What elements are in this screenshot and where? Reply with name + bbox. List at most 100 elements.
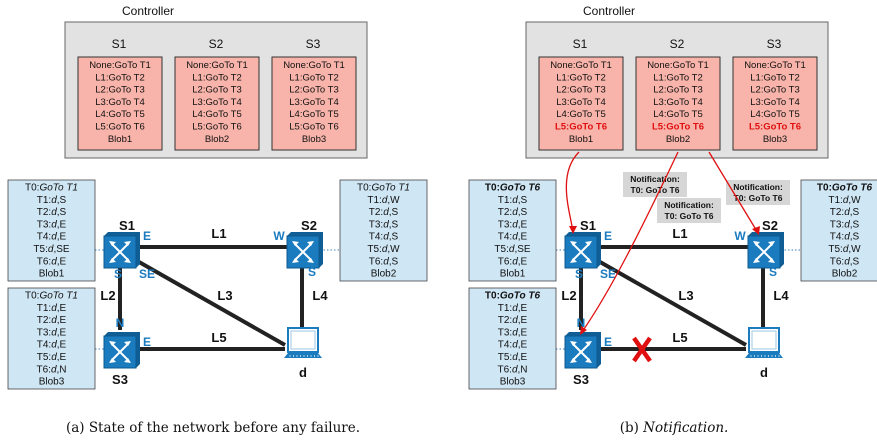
port-label: SE (139, 267, 155, 281)
notification-text: T0: GoTo T6 (734, 193, 783, 203)
switch-arrowhead (753, 258, 760, 263)
controller-entry: L4:GoTo T5 (653, 109, 702, 120)
failure-mark (632, 336, 652, 363)
table-row: T2:d,S (830, 207, 860, 218)
controller-entry: L4:GoTo T5 (95, 109, 144, 120)
controller-entry: None:GoTo T1 (550, 60, 612, 71)
switch-arrowhead (109, 241, 116, 246)
node-S2: S2 (762, 218, 778, 233)
table-row: T1:d,S (37, 195, 67, 206)
controller-entry: L2:GoTo T3 (95, 85, 144, 96)
controller-entry: Blob1 (108, 134, 132, 145)
table-row: Blob3 (500, 377, 526, 388)
controller-entry: None:GoTo T1 (89, 60, 151, 71)
controller-switch-box (174, 56, 260, 151)
port-label: S (575, 267, 583, 281)
controller-entry: L2:GoTo T3 (750, 85, 799, 96)
link-label-L5: L5 (672, 330, 687, 345)
controller-switch-name: S1 (112, 37, 127, 51)
switch-arrow (755, 243, 773, 261)
flow-table-s3 (7, 287, 96, 390)
table-row: T1:d,W (367, 195, 400, 206)
notification-text: T0: GoTo T6 (665, 211, 714, 221)
table-row: T4:d,E (498, 340, 528, 351)
controller-entry: L5:GoTo T6 (749, 122, 801, 133)
link-L3 (131, 256, 286, 347)
switch-arrowhead (124, 241, 131, 246)
node-S1: S1 (580, 218, 596, 233)
switch-arrowhead (585, 241, 592, 246)
controller-entry: L5:GoTo T6 (192, 122, 241, 133)
caption: (a) State of the network before any fail… (66, 420, 360, 436)
switch-icon (286, 232, 323, 269)
table-row: T3:d,E (498, 327, 528, 338)
port-label: W (273, 229, 285, 243)
port-label: SE (600, 267, 616, 281)
table-row: T3:d,S (830, 219, 860, 230)
table-row: Blob1 (39, 269, 65, 280)
port-label: E (143, 229, 151, 243)
notification-title: Notification: (733, 182, 783, 192)
link-label-L3: L3 (678, 288, 693, 303)
switch-arrowhead (307, 258, 314, 263)
controller-entry: Blob1 (569, 134, 593, 145)
controller-entry: Blob3 (763, 134, 787, 145)
port-label: W (734, 229, 746, 243)
switch-arrowhead (570, 241, 577, 246)
table-row: T6:d,S (830, 256, 860, 267)
port-label: S (114, 267, 122, 281)
controller-entry: L2:GoTo T3 (653, 85, 702, 96)
notification-arrowhead (752, 226, 760, 235)
controller-entry: L4:GoTo T5 (750, 109, 799, 120)
switch-arrowhead (753, 241, 760, 246)
controller-entry: L5:GoTo T6 (95, 122, 144, 133)
table-row: T4:d,S (369, 232, 399, 243)
switch-arrowhead (585, 258, 592, 263)
notification-title: Notification: (630, 174, 680, 184)
host-icon (284, 327, 322, 358)
controller-entry: L2:GoTo T3 (289, 85, 338, 96)
notification-arrow (581, 151, 679, 333)
controller-entry: None:GoTo T1 (744, 60, 806, 71)
switch-arrowhead (292, 258, 299, 263)
table-row: T1:d,W (828, 195, 861, 206)
table-row: T0:GoTo T6 (485, 291, 541, 302)
link-label-L1: L1 (211, 226, 226, 241)
notification-box (623, 172, 687, 197)
switch-arrowhead (109, 258, 116, 263)
link-label-L1: L1 (672, 226, 687, 241)
switch-icon (564, 332, 601, 369)
switch-arrowhead (585, 341, 592, 346)
controller-entry: L3:GoTo T4 (653, 97, 702, 108)
table-row: T5:d,W (828, 244, 861, 255)
notification-box (726, 180, 790, 205)
port-label: E (143, 335, 151, 349)
controller-switch-box (538, 56, 624, 151)
controller-switch-box (77, 56, 163, 151)
table-row: T4:d,S (830, 232, 860, 243)
switch-arrow (111, 343, 129, 361)
controller-entry: L1:GoTo T2 (653, 72, 702, 83)
table-row: T0:GoTo T1 (357, 183, 410, 194)
notification-arrowhead (569, 226, 577, 234)
controller-entry: L3:GoTo T4 (556, 97, 605, 108)
switch-arrowhead (585, 358, 592, 363)
controller-switch-name: S1 (573, 37, 588, 51)
link-label-L4: L4 (773, 288, 789, 303)
table-row: T6:d,S (369, 256, 399, 267)
controller-entry: L2:GoTo T3 (556, 85, 605, 96)
flow-table-s1 (468, 179, 557, 282)
switch-arrowhead (570, 358, 577, 363)
switch-arrowhead (768, 241, 775, 246)
table-row: T3:d,S (369, 219, 399, 230)
port-label: S (769, 265, 777, 279)
table-row: Blob2 (832, 269, 858, 280)
controller-entry: L5:GoTo T6 (289, 122, 338, 133)
controller-switch-name: S3 (306, 37, 321, 51)
node-d: d (760, 365, 768, 380)
caption: (b) Notification. (620, 420, 729, 436)
table-row: T1:d,E (37, 303, 67, 314)
link-label-L5: L5 (211, 330, 226, 345)
